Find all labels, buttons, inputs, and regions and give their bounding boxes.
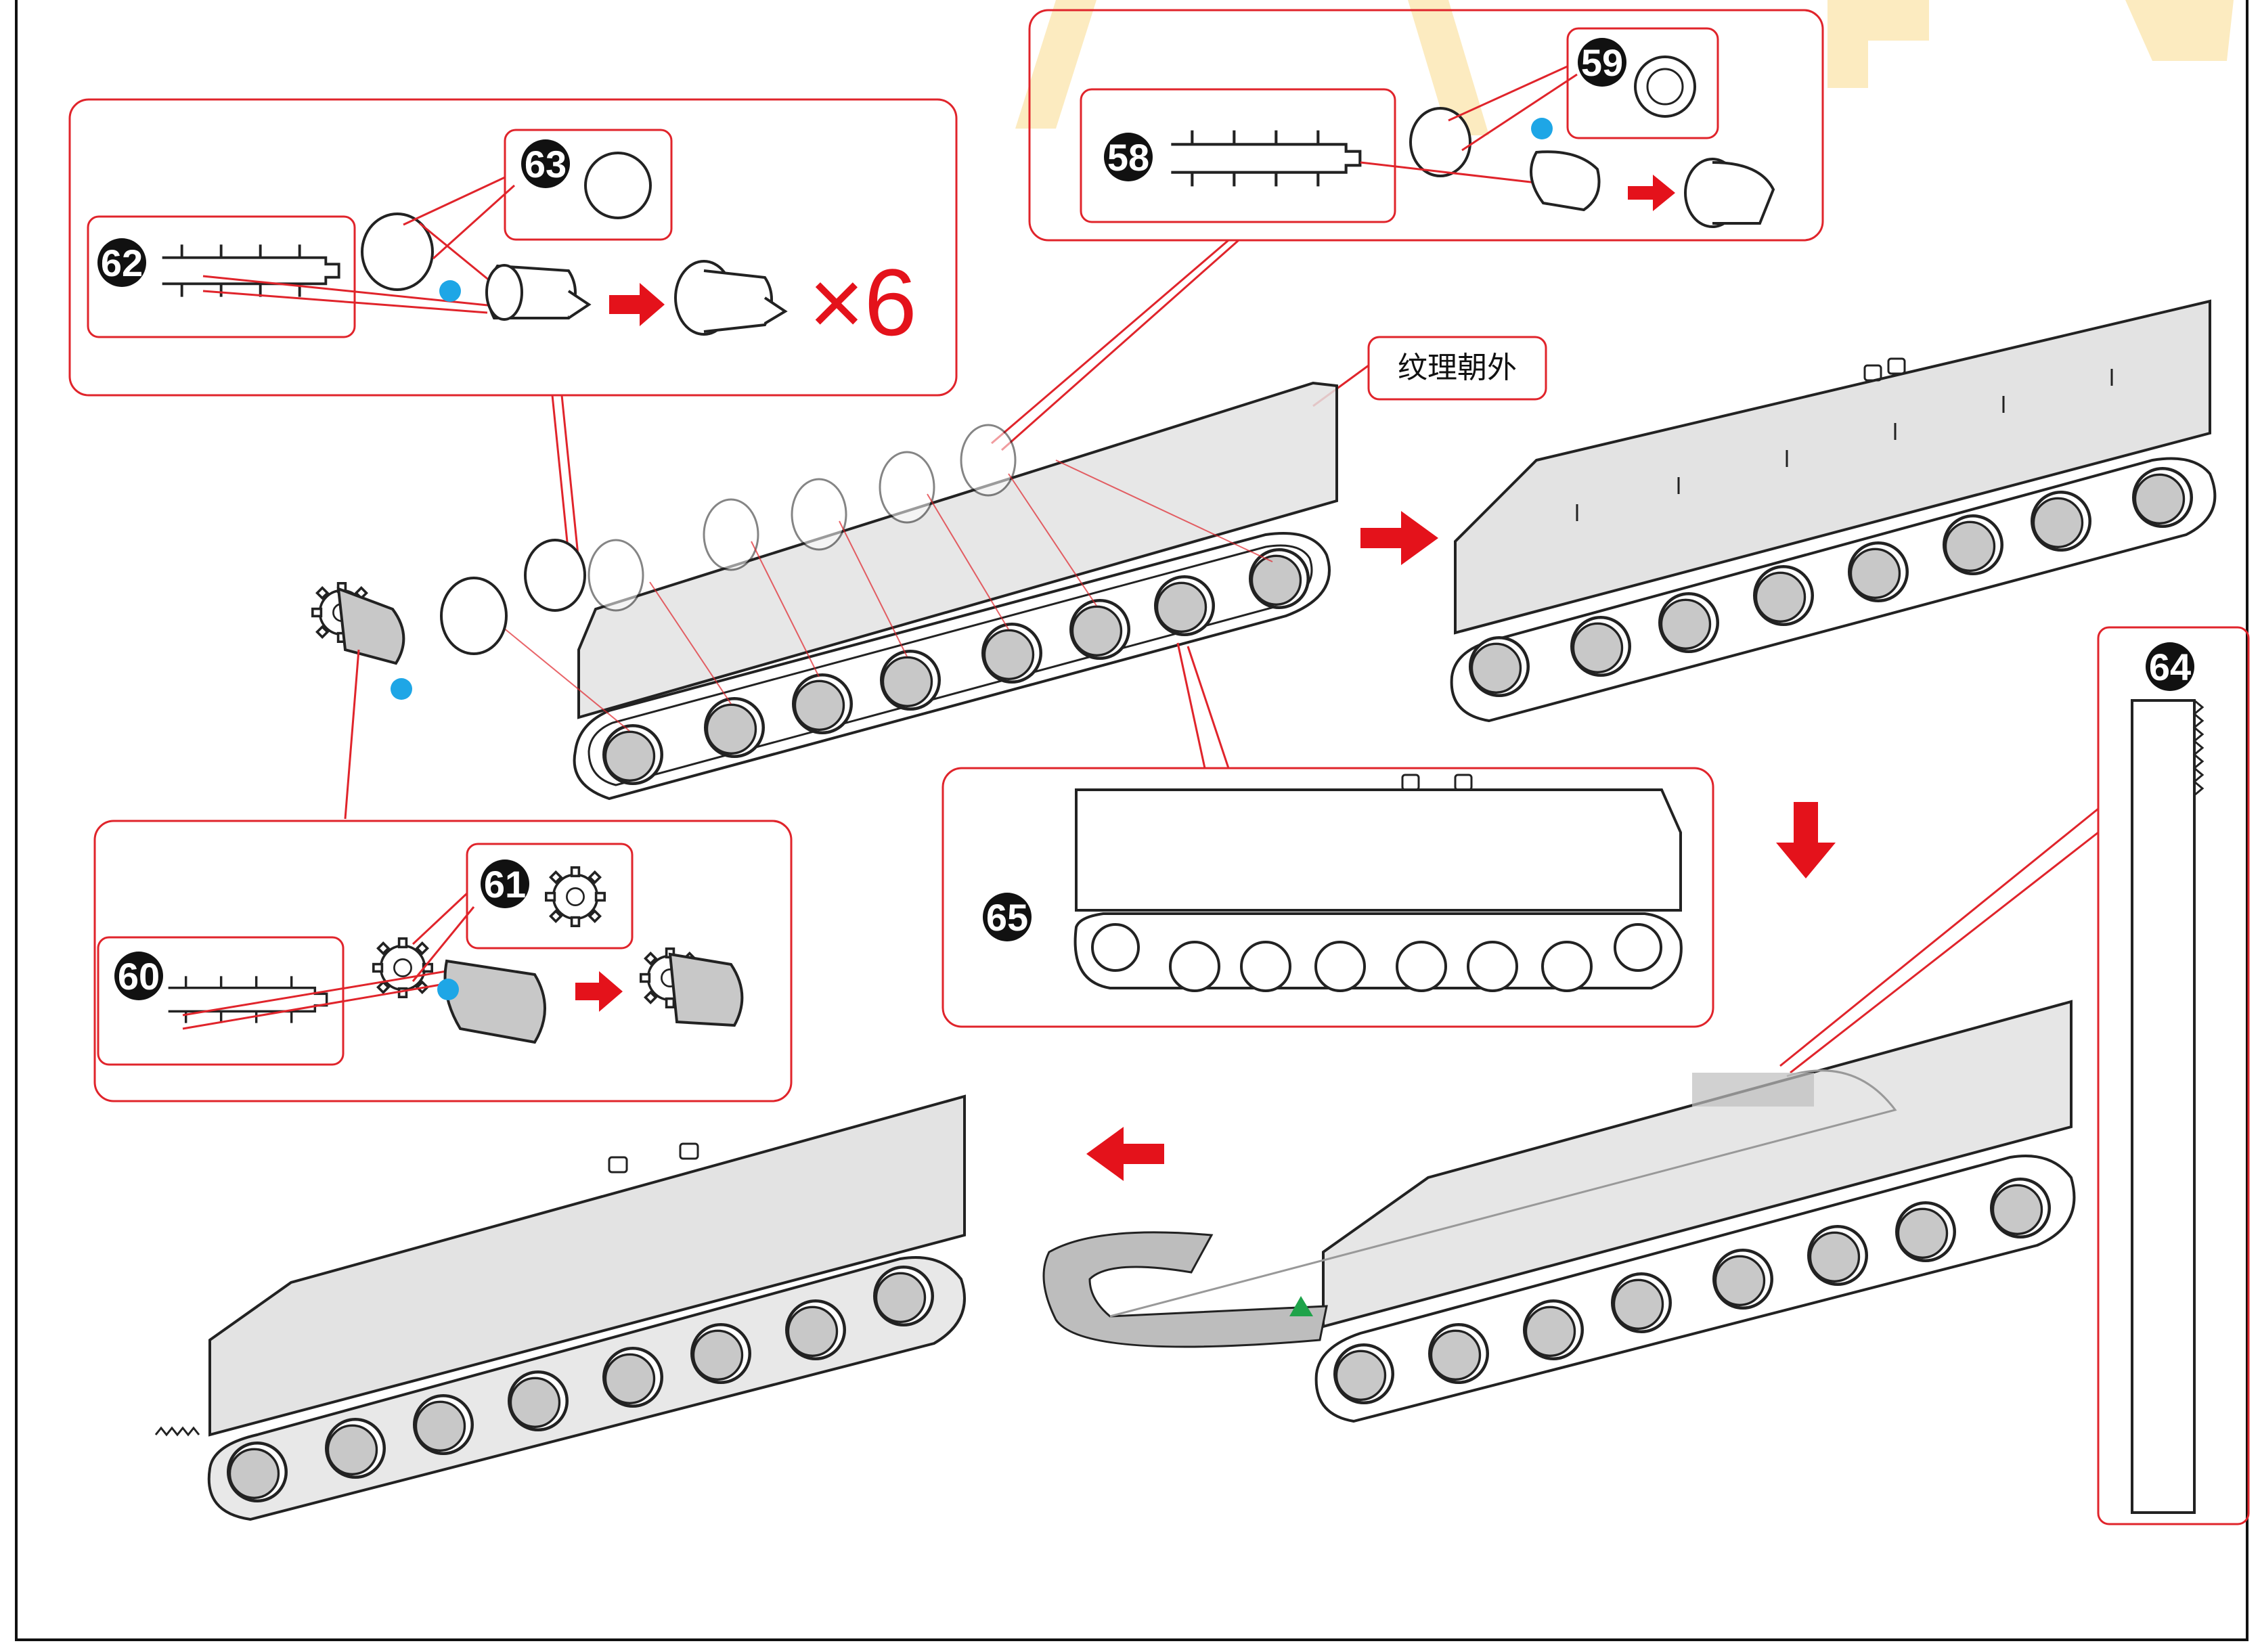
quantity-multiplier: ×6 [809,249,917,355]
callout-62-63: ×6 [68,98,958,569]
svg-text:61: 61 [484,863,526,906]
assembly-step-wheels-fitted [1450,299,2217,723]
glue-dot-icon [1531,118,1553,139]
part-61-sprocket [545,866,606,927]
arrow-right-icon [609,283,665,326]
part-63-disc [584,152,652,219]
align-triangle-icon [1289,1296,1313,1316]
assembly-step-final [154,1094,966,1521]
arrow-right-icon [1360,511,1438,565]
part-62-flat [160,243,340,298]
svg-text:65: 65 [986,896,1028,939]
part-60-flat [169,976,327,1023]
badge-65: 65 [983,893,1032,941]
badge-60: 60 [114,952,163,1000]
glue-dot-icon [437,979,459,1000]
svg-text:58: 58 [1107,136,1149,179]
part-58-flat [1171,131,1360,187]
badge-59: 59 [1578,38,1626,87]
arrow-down-icon [1776,802,1836,878]
part-64-track-strip [2131,699,2196,1514]
callout-60-61 [93,820,793,1102]
svg-text:59: 59 [1581,41,1623,84]
callout-65 [941,767,1714,1028]
badge-61: 61 [481,860,529,908]
svg-text:60: 60 [118,955,160,998]
page-frame [15,0,2248,1641]
glue-dot-icon [439,280,461,302]
badge-63: 63 [521,139,570,188]
callout-58-59 [991,9,1824,451]
badge-58: 58 [1104,133,1153,181]
arrow-right-icon [1628,175,1675,211]
arrow-right-icon [575,971,623,1012]
assembly-step-exploded [311,381,1338,820]
arrow-left-icon [1086,1127,1164,1181]
assembly-step-track-wrap [1042,1000,2076,1423]
svg-text:64: 64 [2149,646,2191,688]
svg-text:63: 63 [525,143,567,185]
badge-64: 64 [2146,642,2194,691]
watermark-logo [1015,0,2234,135]
texture-out-note: 纹理朝外 [1398,351,1517,385]
svg-text:62: 62 [101,242,143,284]
badge-62: 62 [97,238,146,287]
callout-64 [1779,626,2250,1525]
part-59-hub [1634,55,1696,118]
glue-dot-icon [391,678,412,700]
note-callout: 纹理朝外 [1312,336,1547,407]
